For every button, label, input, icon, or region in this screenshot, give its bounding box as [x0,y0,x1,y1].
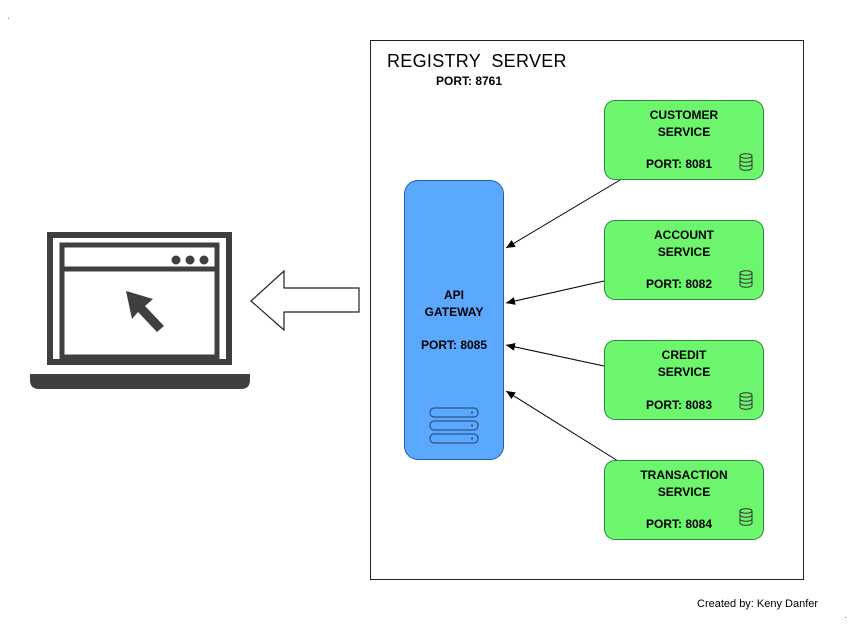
credit-service-name: CREDIT SERVICE [657,348,711,379]
account-service-name: ACCOUNT SERVICE [654,228,714,259]
registry-server-box [370,40,804,580]
response-arrow [250,269,360,332]
registry-port: PORT: 8761 [436,74,503,88]
connector-transaction [505,390,619,462]
connector-customer [505,179,621,249]
customer-service-port: PORT: 8081 [646,157,713,171]
corner-speck [845,617,846,618]
database-icon [739,153,753,171]
database-icon [739,508,753,526]
connector-credit [505,342,605,367]
gateway-port: PORT: 8085 [420,338,488,352]
gateway-label: API GATEWAY [424,288,484,319]
account-service-box [604,220,764,300]
corner-speck [8,18,9,19]
customer-service-box [604,100,764,180]
author-credit: Created by: Keny Danfer [697,598,819,610]
account-service-port: PORT: 8082 [646,277,713,291]
transaction-service-name: TRANSACTION SERVICE [640,468,728,499]
credit-service-box [604,340,764,420]
customer-service-name: CUSTOMER SERVICE [649,108,719,139]
database-icon [739,392,753,410]
database-icon [739,270,753,288]
server-rack-icon [429,407,479,444]
laptop-browser-cursor-icon [30,232,250,389]
credit-service-port: PORT: 8083 [646,398,713,412]
transaction-service-box [604,460,764,540]
registry-title: REGISTRY SERVER [387,51,567,71]
transaction-service-port: PORT: 8084 [646,517,713,531]
connector-account [505,280,605,305]
